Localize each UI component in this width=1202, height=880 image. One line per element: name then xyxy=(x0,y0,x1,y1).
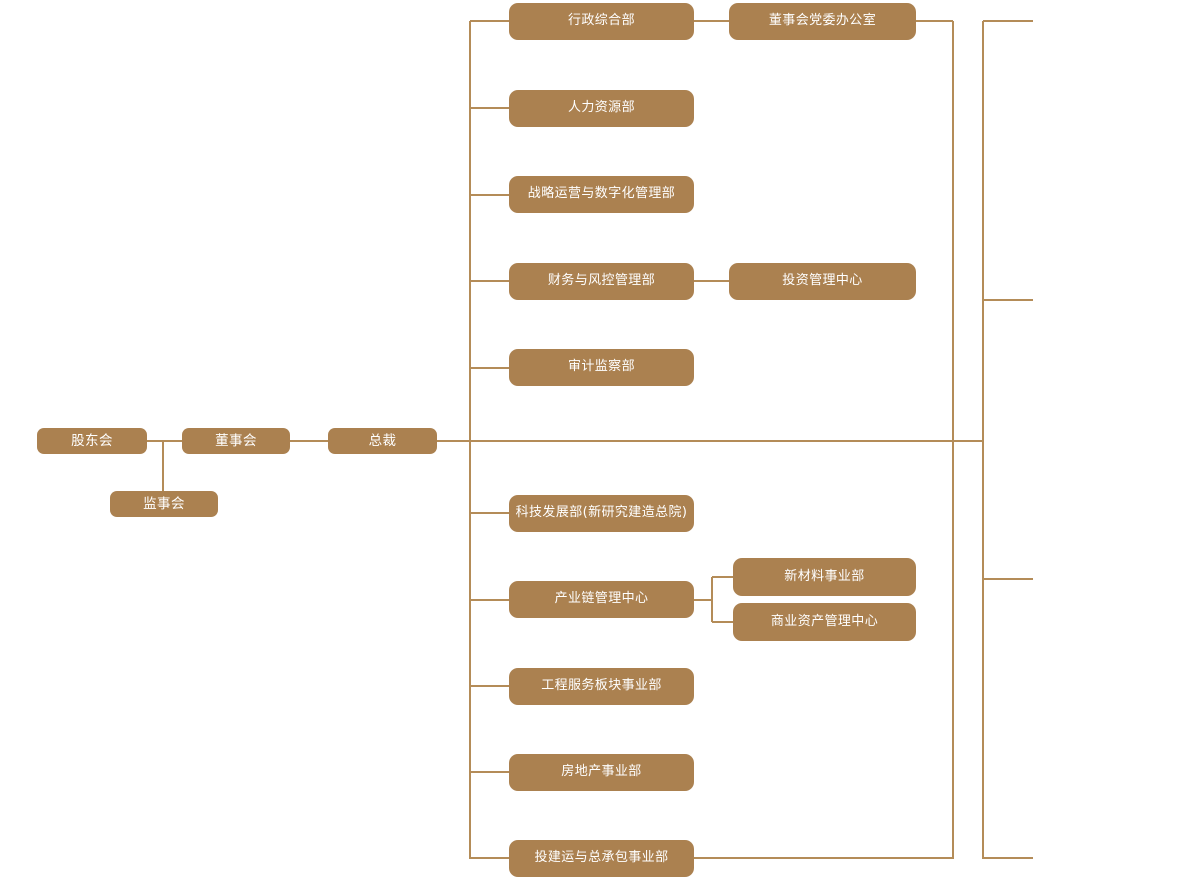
connector-line xyxy=(470,857,509,859)
connector-line xyxy=(470,107,509,109)
connector-line xyxy=(470,194,509,196)
connector-line xyxy=(983,299,1033,301)
org-node-investment-center: 投资管理中心 xyxy=(729,263,916,300)
connector-line xyxy=(983,857,1033,859)
connector-line xyxy=(983,578,1033,580)
connector-line xyxy=(982,21,984,859)
org-node-board-of-directors: 董事会 xyxy=(182,428,290,454)
connector-line xyxy=(470,771,509,773)
org-node-industry-chain-center: 产业链管理中心 xyxy=(509,581,694,618)
connector-line xyxy=(470,512,509,514)
org-node-shareholders-meeting: 股东会 xyxy=(37,428,147,454)
connector-line xyxy=(711,577,713,622)
connector-line xyxy=(694,857,953,859)
connector-line xyxy=(290,440,328,442)
org-node-tech-development-dept: 科技发展部(新研究建造总院) xyxy=(509,495,694,532)
connector-line xyxy=(694,599,712,601)
org-node-engineering-services-div: 工程服务板块事业部 xyxy=(509,668,694,705)
connector-line xyxy=(469,21,471,859)
connector-line xyxy=(470,367,509,369)
connector-line xyxy=(916,20,953,22)
connector-line xyxy=(952,21,954,859)
org-node-audit-supervision-dept: 审计监察部 xyxy=(509,349,694,386)
org-node-invest-build-epc-div: 投建运与总承包事业部 xyxy=(509,840,694,877)
org-node-president: 总裁 xyxy=(328,428,437,454)
org-node-strategy-digital-dept: 战略运营与数字化管理部 xyxy=(509,176,694,213)
org-node-new-materials-div: 新材料事业部 xyxy=(733,558,916,596)
org-node-commercial-assets-center: 商业资产管理中心 xyxy=(733,603,916,641)
org-node-admin-general-dept: 行政综合部 xyxy=(509,3,694,40)
connector-line xyxy=(470,599,509,601)
connector-line xyxy=(983,20,1033,22)
org-node-human-resources-dept: 人力资源部 xyxy=(509,90,694,127)
connector-line xyxy=(712,576,733,578)
org-node-finance-risk-dept: 财务与风控管理部 xyxy=(509,263,694,300)
connector-line xyxy=(694,280,729,282)
org-node-board-party-office: 董事会党委办公室 xyxy=(729,3,916,40)
connector-line xyxy=(147,440,182,442)
connector-line xyxy=(437,440,984,442)
connector-line xyxy=(470,20,509,22)
connector-line xyxy=(712,621,733,623)
org-node-real-estate-div: 房地产事业部 xyxy=(509,754,694,791)
connector-line xyxy=(162,441,164,491)
connector-line xyxy=(470,685,509,687)
org-node-supervisory-board: 监事会 xyxy=(110,491,218,517)
connector-line xyxy=(694,20,729,22)
connector-line xyxy=(470,280,509,282)
